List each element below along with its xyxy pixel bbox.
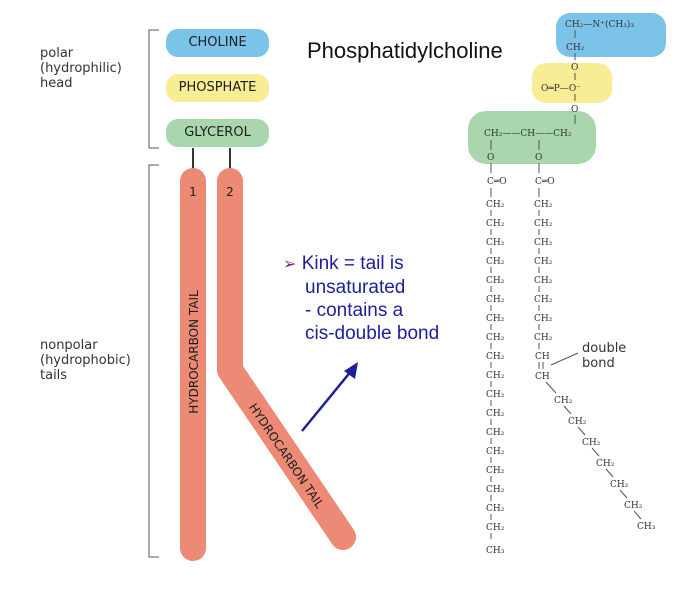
- ch2-2: CH₂: [534, 238, 553, 248]
- double-bond-label: double bond: [582, 341, 626, 371]
- ch2-1: CH₂: [486, 504, 505, 514]
- polar-head-label-line2: (hydrophilic): [40, 61, 122, 76]
- head-bracket: [148, 29, 159, 149]
- ch2-2: CH₂: [554, 396, 573, 406]
- ch2-1: CH₂: [486, 352, 505, 362]
- ch2-1: CH₂: [486, 314, 505, 324]
- oxygen-atom: O: [571, 63, 578, 73]
- ch2-2: CH₂: [582, 438, 601, 448]
- ch2-2: CH₂: [534, 257, 553, 267]
- ch2-1: CH₂: [486, 371, 505, 381]
- ch2-1: CH₂: [486, 485, 505, 495]
- ch2-1: CH₂: [486, 390, 505, 400]
- bullet-arrow-icon: ➢: [283, 256, 297, 273]
- ch2-1: CH₂: [486, 257, 505, 267]
- ch2-1: CH₂: [486, 333, 505, 343]
- tail-1-number: 1: [189, 185, 197, 199]
- chain-2: CH₂ CH₂ CH₂ CH₂ CH₂ CH₂ CH₂ CH₂ CH CH CH…: [534, 188, 656, 532]
- ch2-1: CH₂: [486, 523, 505, 533]
- double-bond-label-line2: bond: [582, 356, 615, 371]
- polar-head-label: polar (hydrophilic) head: [40, 46, 122, 91]
- bond: [545, 381, 557, 394]
- ch2-2: CH₂: [534, 276, 553, 286]
- ch2-2: CH₂: [534, 219, 553, 229]
- tail-2-shape: [217, 168, 356, 550]
- ch2-1: CH₂: [486, 466, 505, 476]
- choline-highlight: [556, 13, 666, 57]
- oxygen-atom: O: [571, 105, 578, 115]
- double-bond-pointer: [550, 352, 579, 366]
- ch-double-1: CH: [535, 352, 550, 362]
- kink-note-line2: unsaturated: [305, 277, 406, 298]
- nonpolar-tails-label-line3: tails: [40, 368, 68, 383]
- kink-note: ➢ Kink = tail is unsaturated - contains …: [283, 252, 439, 345]
- glycerol-highlight: [468, 111, 596, 164]
- ch-double-2: CH: [535, 372, 550, 382]
- ch2-1: CH₂: [486, 295, 505, 305]
- glycerol-pill: GLYCEROL: [166, 119, 269, 147]
- phosphate-formula: O═P—O⁻: [541, 84, 581, 94]
- choline-formula: CH₂—N⁺(CH₃)₃: [565, 19, 634, 30]
- bond: [605, 468, 614, 478]
- kink-note-line1: ➢ Kink = tail is: [283, 252, 439, 276]
- ch2-1: CH₂: [486, 447, 505, 457]
- kink-note-line1-text: Kink = tail is: [301, 253, 404, 274]
- bond: [563, 405, 572, 415]
- ch2-2: CH₂: [534, 314, 553, 324]
- carbonyl-1: C═O: [487, 177, 507, 187]
- tails-bracket: [148, 164, 159, 558]
- ch3-2: CH₃: [637, 522, 656, 532]
- glycerol-formula: CH₂——CH——CH₂: [484, 129, 572, 139]
- diagram-title: Phosphatidylcholine: [307, 38, 503, 63]
- ch2-1: CH₂: [486, 428, 505, 438]
- carbonyl-2: C═O: [535, 177, 555, 187]
- ch2-1: CH₂: [486, 200, 505, 210]
- kink-arrow-line: [301, 369, 353, 432]
- nonpolar-tails-label: nonpolar (hydrophobic) tails: [40, 338, 131, 383]
- polar-head-label-line3: head: [40, 76, 73, 91]
- tail-1-label: HYDROCARBON TAIL: [187, 290, 201, 414]
- bond: [577, 426, 586, 436]
- phosphate-highlight: [532, 63, 612, 103]
- tail-2-number: 2: [226, 185, 234, 199]
- ch2-2: CH₂: [610, 480, 629, 490]
- ch2-1: CH₂: [486, 276, 505, 286]
- ch2-2: CH₂: [534, 295, 553, 305]
- ch2-1: CH₂: [486, 409, 505, 419]
- ch2-1: CH₂: [486, 219, 505, 229]
- ch2-2: CH₂: [624, 501, 643, 511]
- ch2-2: CH₂: [596, 459, 615, 469]
- kink-note-line3: - contains a: [305, 300, 404, 321]
- ch2-2: CH₂: [568, 417, 587, 427]
- ch3-1: CH₃: [486, 546, 505, 556]
- kink-arrow-head: [344, 362, 358, 379]
- bond: [633, 510, 642, 520]
- chain-1: CH₂ CH₂ CH₂ CH₂ CH₂ CH₂ CH₂ CH₂ CH₂ CH₂ …: [486, 188, 505, 556]
- choline-pill: CHOLINE: [166, 29, 269, 57]
- oxygen-atom: O: [535, 153, 542, 163]
- bond: [591, 447, 600, 457]
- double-bond-label-line1: double: [582, 341, 627, 356]
- ch2-2: CH₂: [534, 200, 553, 210]
- phosphate-pill: PHOSPHATE: [166, 74, 269, 102]
- nonpolar-tails-label-line2: (hydrophobic): [40, 353, 131, 368]
- kink-note-line4: cis-double bond: [305, 323, 440, 344]
- nonpolar-tails-label-line1: nonpolar: [40, 338, 98, 353]
- oxygen-atom: O: [487, 153, 494, 163]
- choline-ch2: CH₂: [566, 43, 585, 53]
- ch2-1: CH₂: [486, 238, 505, 248]
- bond: [619, 489, 628, 499]
- ch2-2: CH₂: [534, 333, 553, 343]
- polar-head-label-line1: polar: [40, 46, 74, 61]
